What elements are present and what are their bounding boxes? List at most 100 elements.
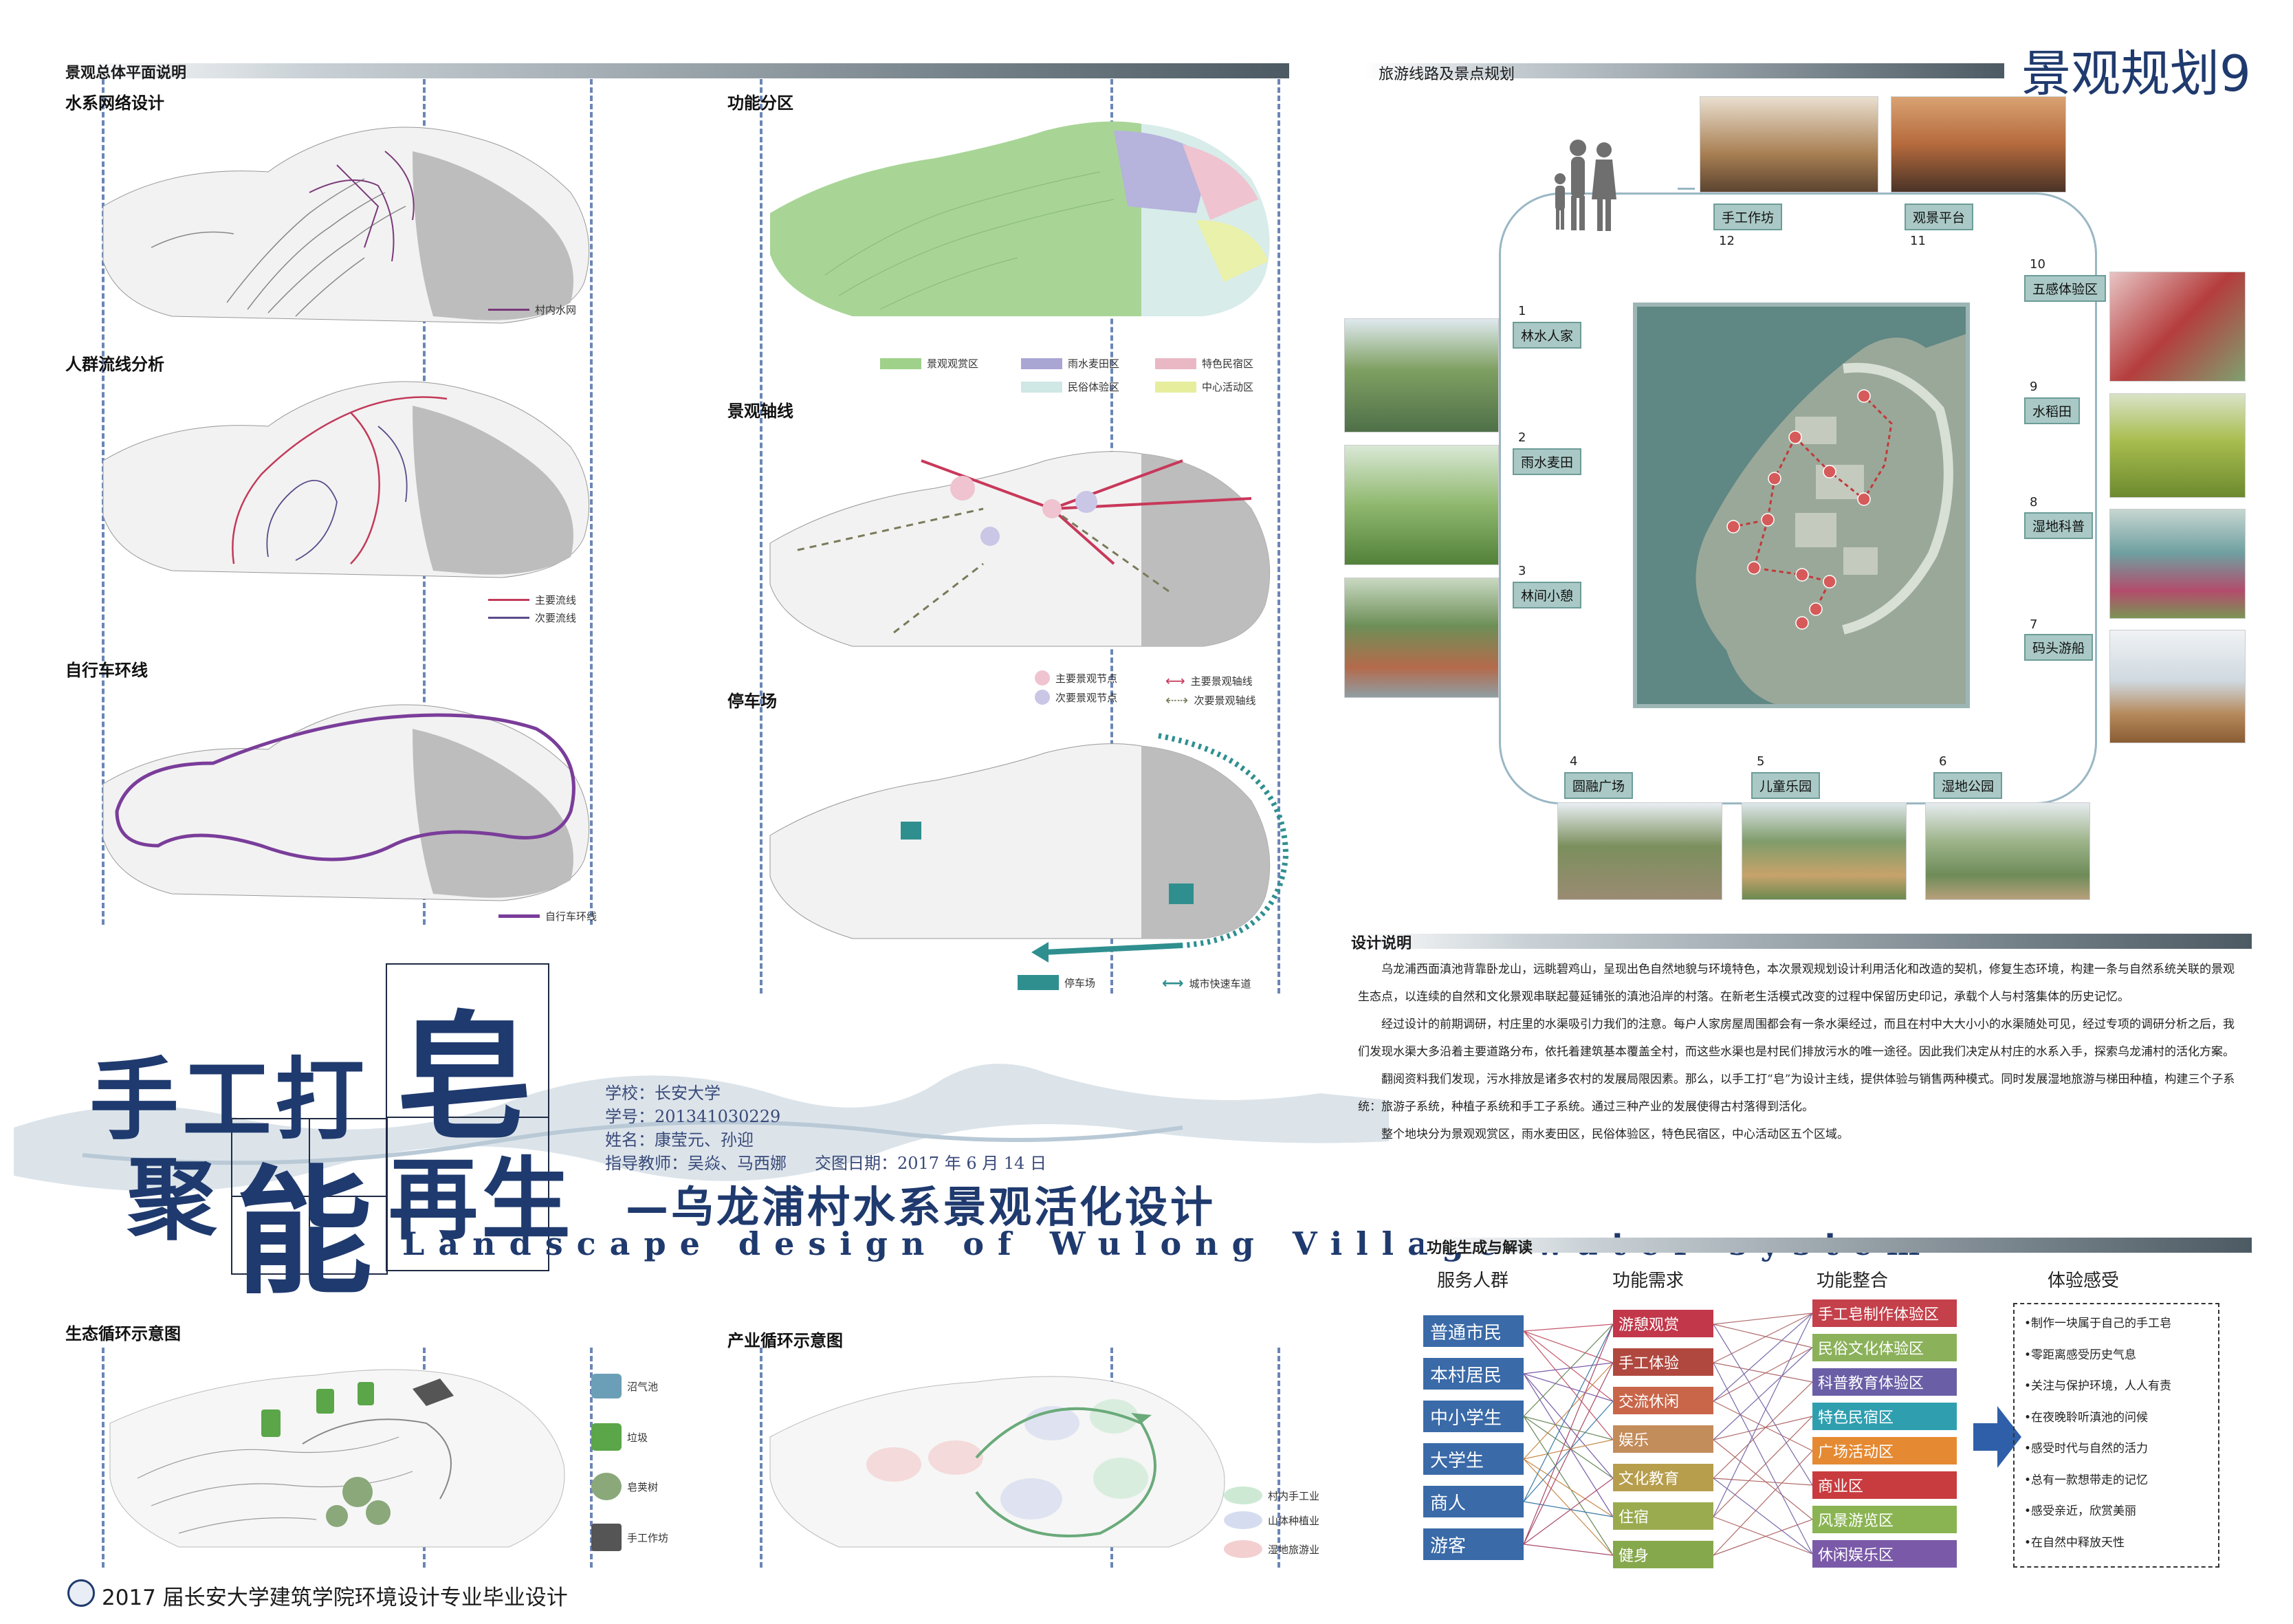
- guide-line: [760, 1348, 762, 1568]
- road-legend: ⟷城市快速车道: [1162, 975, 1251, 992]
- spot-number: 4: [1570, 754, 1578, 769]
- spot-label[interactable]: 五感体验区: [2024, 275, 2107, 302]
- parking-map: [769, 733, 1289, 963]
- feeling-item: •在夜晚聆听滇池的问候: [2024, 1410, 2149, 1425]
- title-char: 再: [388, 1148, 479, 1252]
- feeling-item: •总有一款想带走的记忆: [2024, 1473, 2149, 1487]
- people-box: 商人: [1423, 1486, 1524, 1517]
- integration-box: 广场活动区: [1812, 1437, 1957, 1464]
- spot-label[interactable]: 码头游船: [2024, 634, 2094, 661]
- zoning-legend-4: 中心活动区: [1155, 380, 1253, 394]
- integration-box: 商业区: [1812, 1471, 1957, 1499]
- wetland-science-photo: [2109, 509, 2246, 619]
- industry-legend-0: 村内手工业: [1224, 1486, 1319, 1504]
- need-box: 手工体验: [1613, 1348, 1713, 1376]
- axis-legend-main-axis: ⟷主要景观轴线: [1165, 672, 1253, 689]
- integration-box: 民俗文化体验区: [1812, 1334, 1957, 1361]
- spot-label[interactable]: 雨水麦田: [1513, 448, 1582, 475]
- chinese-subtitle: —乌龙浦村水系景观活化设计: [626, 1182, 1216, 1232]
- crowd-flow-map: [102, 381, 590, 578]
- wetland-park-photo: [1925, 802, 2090, 900]
- spot-number: 2: [1518, 430, 1526, 445]
- bike-loop-map: [102, 704, 590, 901]
- water-legend: 村内水网: [488, 303, 576, 317]
- info-school: 学校：长安大学: [605, 1084, 721, 1103]
- spot-label[interactable]: 林水人家: [1513, 322, 1582, 349]
- kids-park-photo: [1742, 802, 1907, 900]
- integration-box: 科普教育体验区: [1812, 1368, 1957, 1396]
- integration-box: 休闲娱乐区: [1812, 1540, 1957, 1568]
- industry-legend-1: 山体种植业: [1224, 1511, 1319, 1529]
- bike-diagram-title: 自行车环线: [65, 660, 148, 680]
- spot-number: 1: [1518, 304, 1526, 318]
- spot-number: 8: [2030, 495, 2038, 509]
- zoning-map: [770, 121, 1270, 316]
- yuanrong-plaza-photo: [1557, 802, 1722, 900]
- soapberry-tree-icon: [591, 1473, 622, 1500]
- industry-diagram-title: 产业循环示意图: [727, 1330, 843, 1350]
- spot-label[interactable]: 手工作坊: [1713, 204, 1783, 230]
- spot-label[interactable]: 圆融广场: [1564, 772, 1634, 799]
- spot-label[interactable]: 水稻田: [2024, 397, 2081, 424]
- zoning-diagram-title: 功能分区: [727, 93, 793, 113]
- function-section-bar: [1423, 1238, 2252, 1253]
- axis-map: [769, 451, 1271, 647]
- route-arrow-icon: [1678, 188, 1695, 190]
- dock-boat-photo: [2109, 630, 2246, 743]
- forest-rest-photo: [1344, 578, 1499, 698]
- zoning-legend-0: 景观观赏区: [880, 356, 978, 371]
- spot-label[interactable]: 湿地公园: [1933, 772, 2003, 799]
- eco-diagram-title: 生态循环示意图: [65, 1324, 181, 1343]
- spot-label[interactable]: 林间小憩: [1513, 582, 1582, 608]
- workshop-icon: [591, 1524, 622, 1551]
- people-box: 中小学生: [1423, 1401, 1524, 1432]
- title-char-big: 能: [235, 1153, 373, 1313]
- footer-text: 2017 届长安大学建筑学院环境设计专业毕业设计: [102, 1585, 568, 1610]
- forest-water-photo: [1344, 318, 1499, 432]
- design-section-title: 设计说明: [1351, 934, 1412, 952]
- viewing-platform-photo: [1891, 96, 2066, 193]
- feeling-item: •感受时代与自然的活力: [2024, 1442, 2149, 1456]
- need-box: 游憩观赏: [1613, 1310, 1713, 1337]
- tour-section-title: 旅游线路及景点规划: [1379, 66, 1515, 83]
- zoning-legend-3: 民俗体验区: [1021, 380, 1119, 394]
- garbage-bin-icon: [591, 1423, 622, 1451]
- guide-line: [1277, 1348, 1280, 1568]
- spot-number: 3: [1518, 564, 1526, 578]
- parking-legend: 停车场: [1018, 975, 1095, 990]
- overall-section-title: 景观总体平面说明: [65, 64, 187, 82]
- spot-number: 6: [1939, 754, 1947, 769]
- guide-line: [102, 1348, 105, 1568]
- need-box: 文化教育: [1613, 1464, 1713, 1491]
- feeling-item: •关注与保护环境，人人有责: [2024, 1379, 2172, 1393]
- feelings-box: •制作一块属于自己的手工皂 •零距离感受历史气息 •关注与保护环境，人人有责 •…: [2013, 1303, 2219, 1568]
- overall-section-bar: [65, 63, 1289, 78]
- description-paragraph: 经过设计的前期调研，村庄里的水渠吸引力我们的注意。每户人家房屋周围都会有一条水渠…: [1358, 1018, 2235, 1059]
- tour-section-bar: [1365, 63, 2004, 78]
- axis-legend-sub-axis: ⇠⇢次要景观轴线: [1165, 692, 1256, 708]
- spot-label[interactable]: 湿地科普: [2024, 512, 2094, 539]
- description-paragraph: 翻阅资料我们发现，污水排放是诸多农村的发展局限因素。那么，以手工打“皂”为设计主…: [1358, 1073, 2235, 1114]
- eco-legend-workshop: 手工作坊: [591, 1524, 668, 1551]
- crowd-legend-sub: 次要流线: [488, 611, 576, 625]
- spot-label[interactable]: 儿童乐园: [1751, 772, 1821, 799]
- need-box: 住宿: [1613, 1502, 1713, 1530]
- integration-box: 风景游览区: [1812, 1506, 1957, 1533]
- need-box: 交流休闲: [1613, 1387, 1713, 1414]
- spot-number: 7: [2030, 617, 2038, 632]
- spot-number: 5: [1757, 754, 1765, 769]
- spot-number: 10: [2030, 257, 2045, 272]
- people-box: 本村居民: [1423, 1358, 1524, 1390]
- spot-label[interactable]: 观景平台: [1905, 204, 1974, 230]
- need-box: 健身: [1613, 1541, 1713, 1568]
- title-char-big: 皂: [395, 998, 534, 1159]
- description-paragraph: 整个地块分为景观观赏区，雨水麦田区，民俗体验区，特色民宿区，中心活动区五个区域。: [1381, 1128, 1849, 1141]
- title-char: 工: [182, 1048, 272, 1152]
- aerial-map: [1637, 307, 1966, 704]
- info-student-id: 学号：201341030229: [605, 1107, 781, 1126]
- guide-line: [590, 79, 593, 925]
- axis-legend-sub-node: 次要景观节点: [1035, 690, 1117, 705]
- function-header: 体验感受: [2048, 1271, 2120, 1291]
- function-header: 服务人群: [1437, 1271, 1509, 1291]
- five-senses-photo: [2109, 272, 2246, 382]
